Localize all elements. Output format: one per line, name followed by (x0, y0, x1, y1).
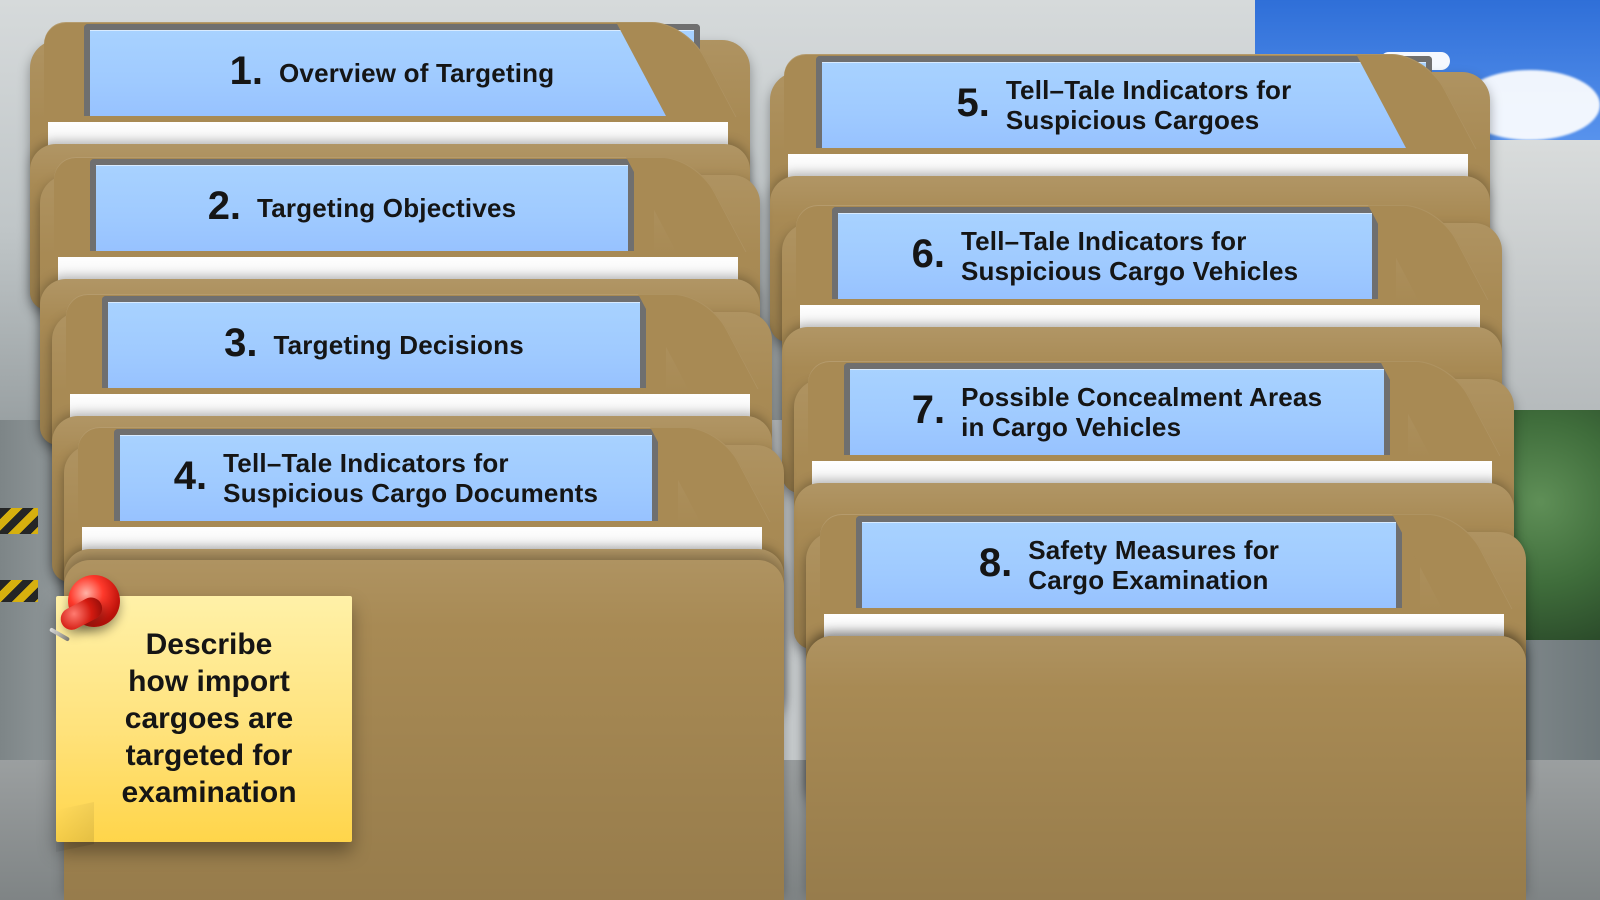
folder-label[interactable]: 2. Targeting Objectives (90, 159, 634, 251)
folder-title: Safety Measures for Cargo Examination (1028, 535, 1280, 595)
folder-number: 6. (911, 232, 945, 276)
folder-label-content: 4. Tell–Tale Indicators for Suspicious C… (120, 435, 652, 521)
folder-title: Targeting Objectives (257, 193, 517, 223)
folder-number: 2. (207, 184, 242, 228)
folder-title: Tell–Tale Indicators for Suspicious Carg… (1005, 75, 1292, 135)
folder-front-bottom-right (806, 636, 1526, 900)
folder-label[interactable]: 6. Tell–Tale Indicators for Suspicious C… (832, 207, 1378, 299)
sticky-note-text: Describe how import cargoes are targeted… (121, 628, 297, 809)
folder-tab: 3. Targeting Decisions (66, 294, 666, 389)
folder-tab: 6. Tell–Tale Indicators for Suspicious C… (796, 205, 1396, 300)
folder-tab: 8. Safety Measures for Cargo Examination (820, 514, 1420, 609)
folder-label-content: 5. Tell–Tale Indicators for Suspicious C… (822, 62, 1426, 148)
folder-tab: 1. Overview of Targeting (44, 22, 700, 117)
folder-number: 8. (978, 541, 1013, 585)
folder-label-content: 7. Possible Concealment Areas in Cargo V… (850, 369, 1384, 455)
folder-title: Tell–Tale Indicators for Suspicious Carg… (223, 448, 599, 508)
folder-number: 4. (173, 454, 208, 498)
folder-label-content: 6. Tell–Tale Indicators for Suspicious C… (838, 213, 1372, 299)
folder-title: Possible Concealment Areas in Cargo Vehi… (961, 382, 1323, 442)
folder-number: 1. (229, 49, 263, 93)
folder-label-content: 3. Targeting Decisions (108, 302, 640, 388)
hazard-stripes (0, 508, 38, 534)
folder-paper (82, 527, 762, 553)
folder-label[interactable]: 3. Targeting Decisions (102, 296, 646, 388)
sticky-note: Describe how import cargoes are targeted… (56, 596, 352, 842)
folder-title: Tell–Tale Indicators for Suspicious Carg… (961, 226, 1299, 286)
folder-number: 5. (956, 81, 990, 125)
folder-paper (788, 154, 1468, 180)
folder-label[interactable]: 5. Tell–Tale Indicators for Suspicious C… (816, 56, 1432, 148)
folder-label[interactable]: 8. Safety Measures for Cargo Examination (856, 516, 1402, 608)
folder-title: Targeting Decisions (273, 330, 524, 360)
folder-number: 3. (224, 321, 258, 365)
folder-paper (824, 614, 1504, 640)
folder-tab: 4. Tell–Tale Indicators for Suspicious C… (78, 427, 678, 522)
folder-paper (48, 122, 728, 148)
folder-label-content: 8. Safety Measures for Cargo Examination (862, 522, 1396, 608)
folder-paper (58, 257, 738, 283)
folder-paper (812, 461, 1492, 487)
folder-tab: 7. Possible Concealment Areas in Cargo V… (808, 361, 1408, 456)
hazard-stripes (0, 580, 38, 602)
push-pin-icon (49, 575, 136, 661)
folder-paper (70, 394, 750, 420)
folder-tab: 5. Tell–Tale Indicators for Suspicious C… (784, 54, 1432, 149)
folder-number: 7. (911, 388, 946, 432)
folder-label[interactable]: 4. Tell–Tale Indicators for Suspicious C… (114, 429, 658, 521)
folder-label-content: 1. Overview of Targeting (90, 30, 694, 116)
folder-label-content: 2. Targeting Objectives (96, 165, 628, 251)
folder-title: Overview of Targeting (279, 58, 555, 88)
folder-tab: 2. Targeting Objectives (54, 157, 654, 252)
folder-paper (800, 305, 1480, 331)
folder-label[interactable]: 7. Possible Concealment Areas in Cargo V… (844, 363, 1390, 455)
folder-label[interactable]: 1. Overview of Targeting (84, 24, 700, 116)
